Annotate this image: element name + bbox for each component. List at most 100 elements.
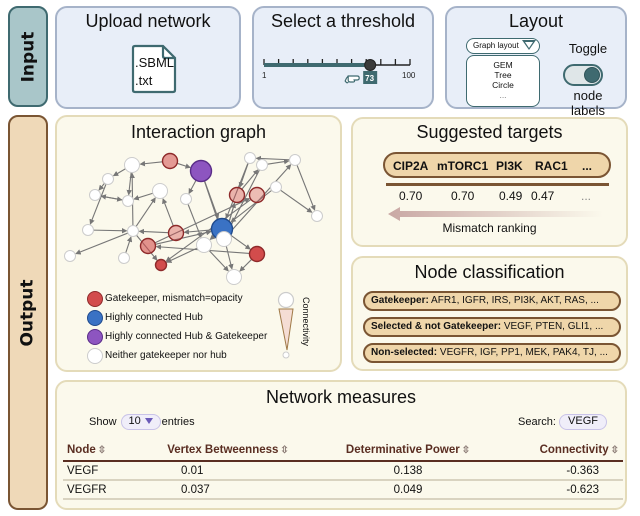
graph-node-neither[interactable] [102, 173, 114, 185]
search-input[interactable]: VEGF [559, 414, 607, 430]
graph-node-gatekeeper[interactable] [167, 224, 185, 242]
graph-node-neither[interactable] [256, 159, 268, 171]
graph-node-neither[interactable] [216, 231, 232, 247]
entries-label: entries [161, 415, 195, 428]
output-section-label: Output [18, 278, 38, 347]
graph-node-gatekeeper[interactable] [154, 258, 168, 272]
target-name[interactable]: RAC1 [535, 159, 568, 173]
graph-edge [166, 247, 198, 263]
connectivity-label: Connectivity [301, 297, 311, 347]
entries-value: 10 [128, 415, 141, 427]
graph-node-neither[interactable] [152, 183, 168, 199]
graph-node-neither[interactable] [122, 195, 134, 207]
layout-panel: Layout Graph layout GEM Tree Circle ... … [445, 6, 627, 118]
ranking-label: Mismatch ranking [442, 221, 537, 235]
graph-node-neither[interactable] [289, 154, 301, 166]
legend-label: Highly connected Hub [105, 312, 203, 323]
target-name-more: ... [582, 159, 593, 173]
column-header-node[interactable]: Node⇳ [63, 439, 143, 462]
layout-title: Layout [508, 11, 564, 31]
sort-icon[interactable]: ⇳ [461, 444, 471, 456]
graph-node-neither[interactable] [226, 269, 242, 285]
entries-select[interactable]: 10 [120, 414, 161, 430]
layout-option[interactable]: Circle [492, 80, 514, 90]
graph-edge [209, 234, 216, 240]
graph-node-gatekeeper[interactable] [248, 245, 266, 263]
target-value: 0.49 [499, 189, 523, 203]
table-row[interactable]: VEGFR 0.037 0.049 -0.623 [63, 480, 623, 500]
chevron-down-icon [522, 40, 536, 50]
graph-node-hub-gatekeeper[interactable] [189, 159, 213, 183]
graph-node-neither[interactable] [244, 152, 256, 164]
graph-node-neither[interactable] [180, 193, 192, 205]
sort-icon[interactable]: ⇳ [97, 444, 107, 456]
graph-node-neither[interactable] [127, 225, 139, 237]
graph-node-neither[interactable] [124, 157, 140, 173]
chevron-down-icon [144, 418, 153, 425]
toggle-label-top: Toggle [568, 41, 608, 56]
target-name[interactable]: CIP2A [393, 159, 429, 173]
graph-node-neither[interactable] [118, 252, 130, 264]
node-classification-panel: Node classification Gatekeeper: AFR1, IG… [351, 256, 628, 371]
cell-determinative-power: 0.138 [313, 461, 503, 481]
graph-node-neither[interactable] [82, 224, 94, 236]
graph-node-gatekeeper[interactable] [139, 237, 157, 255]
cell-node: VEGF [63, 461, 143, 481]
column-header-connectivity[interactable]: Connectivity⇳ [503, 439, 623, 462]
ranking-arrow-icon [388, 207, 603, 221]
graph-node-neither[interactable] [64, 250, 76, 262]
graph-edge [296, 164, 316, 211]
target-value-more: ... [581, 189, 592, 203]
sort-icon[interactable]: ⇳ [610, 444, 619, 456]
graph-node-gatekeeper[interactable] [248, 186, 266, 204]
target-name[interactable]: mTORC1 [437, 159, 489, 173]
targets-title: Suggested targets [416, 122, 563, 142]
column-header-vertex-betweenness[interactable]: Vertex Betweenness⇳ [143, 439, 313, 462]
graph-edge [93, 228, 128, 234]
classification-values: VEGF, PTEN, GLI1, ... [501, 321, 604, 332]
slider-value-badge: 73 [363, 71, 378, 84]
graph-node-neither[interactable] [311, 210, 323, 222]
sort-icon[interactable]: ⇳ [280, 444, 289, 456]
graph-edge [125, 236, 133, 253]
graph-edge [280, 189, 313, 213]
target-name[interactable]: PI3K [496, 159, 523, 173]
graph-edge [188, 179, 197, 195]
graph-edge [176, 162, 191, 169]
graph-node-neither[interactable] [196, 237, 212, 253]
table-row[interactable]: VEGF 0.01 0.138 -0.363 [63, 461, 623, 481]
graph-node-gatekeeper[interactable] [228, 186, 246, 204]
measures-table: Node⇳ Vertex Betweenness⇳ Determinative … [63, 439, 623, 500]
cell-vertex-betweenness: 0.01 [143, 461, 313, 481]
graph-edge [228, 164, 292, 234]
column-header-determinative-power[interactable]: Determinative Power⇳ [313, 439, 503, 462]
upload-network-panel[interactable]: Upload network .SBML .txt [55, 6, 241, 109]
graph-node-neither[interactable] [270, 181, 282, 193]
graph-edge [267, 158, 290, 165]
cell-vertex-betweenness: 0.037 [143, 480, 313, 500]
slider-thumb[interactable] [364, 59, 377, 71]
gatekeeper-dot [87, 291, 103, 307]
search-box: Search: VEGF [518, 414, 607, 430]
graph-edge [208, 250, 229, 272]
legend-item-hub: Highly connected Hub [87, 310, 203, 326]
graph-edge [154, 198, 251, 244]
graph-edge [89, 183, 107, 225]
graph-layout-dropdown[interactable]: Graph layout [466, 38, 540, 54]
graph-edge [138, 228, 169, 235]
graph-node-gatekeeper[interactable] [161, 152, 179, 170]
graph-title: Interaction graph [130, 122, 267, 142]
input-section-tab: Input [8, 6, 48, 107]
targets-pill: CIP2A mTORC1 PI3K RAC1 ... [383, 152, 611, 178]
graph-edge [227, 169, 260, 233]
graph-node-neither[interactable] [89, 189, 101, 201]
layout-option[interactable]: Tree [494, 70, 512, 80]
search-label: Search: [518, 415, 556, 428]
layout-option[interactable]: GEM [493, 60, 513, 70]
node-labels-toggle[interactable] [563, 64, 603, 86]
hub-dot [87, 310, 103, 326]
cell-node: VEGFR [63, 480, 143, 500]
slider-max-label: 100 [402, 71, 416, 80]
network-graph[interactable] [57, 117, 344, 374]
threshold-slider[interactable]: 1 100 73 [254, 8, 436, 111]
